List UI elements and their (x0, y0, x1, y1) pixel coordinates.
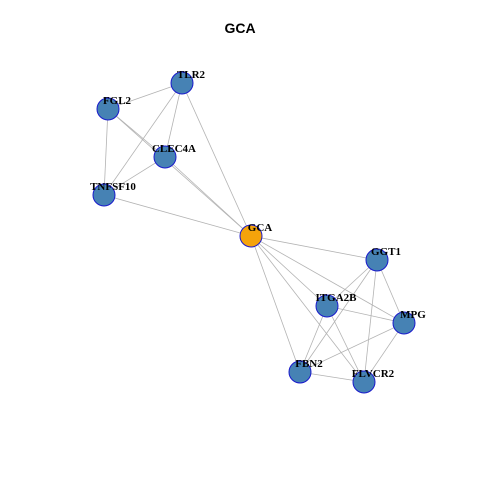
node-itga2b[interactable]: ITGA2B (315, 292, 358, 318)
node-gca[interactable]: GCA (239, 222, 273, 248)
edge-fgl2-tlr2 (107, 82, 183, 110)
edge-tnfsf10-gca (103, 194, 252, 237)
node-circle[interactable] (96, 97, 120, 121)
node-label: TNFSF10 (90, 181, 136, 193)
node-label: CLEC4A (152, 143, 196, 155)
node-circle[interactable] (352, 370, 376, 394)
node-fbn2[interactable]: FBN2 (288, 358, 323, 384)
node-circle[interactable] (392, 311, 416, 335)
edge-itga2b-fbn2 (299, 305, 328, 373)
node-tlr2[interactable]: TLR2 (170, 69, 206, 95)
edge-mpg-fbn2 (299, 322, 405, 373)
node-label: GCA (248, 222, 273, 234)
edge-fgl2-gca (107, 108, 252, 237)
node-label: TLR2 (177, 69, 206, 81)
node-label: FLVCR2 (352, 368, 395, 380)
edge-itga2b-flvcr2 (326, 305, 365, 383)
node-circle[interactable] (288, 360, 312, 384)
edge-itga2b-mpg (326, 305, 405, 324)
node-label: FBN2 (295, 358, 323, 370)
node-circle[interactable] (365, 248, 389, 272)
node-clec4a[interactable]: CLEC4A (152, 143, 196, 169)
edge-gca-itga2b (250, 235, 328, 307)
edge-clec4a-tnfsf10 (103, 156, 166, 196)
node-circle[interactable] (92, 183, 116, 207)
edge-gca-fbn2 (250, 235, 301, 373)
diagram-title: GCA (224, 20, 256, 36)
node-ggt1[interactable]: GGT1 (365, 246, 401, 272)
edge-gca-flvcr2 (250, 235, 365, 383)
node-label: FGL2 (103, 95, 132, 107)
edge-ggt1-flvcr2 (363, 259, 378, 383)
edge-ggt1-fbn2 (299, 259, 378, 373)
node-fgl2[interactable]: FGL2 (96, 95, 132, 121)
node-mpg[interactable]: MPG (392, 309, 426, 335)
node-label: ITGA2B (316, 292, 358, 304)
node-tnfsf10[interactable]: TNFSF10 (90, 181, 136, 207)
node-label: GGT1 (371, 246, 401, 258)
edge-tlr2-clec4a (164, 82, 183, 158)
node-label: MPG (400, 309, 426, 321)
edge-gca-ggt1 (250, 235, 378, 261)
node-circle[interactable] (239, 224, 263, 248)
edge-gca-mpg (250, 235, 405, 324)
edge-clec4a-gca (164, 156, 252, 237)
node-circle[interactable] (315, 294, 339, 318)
node-circle[interactable] (170, 71, 194, 95)
node-flvcr2[interactable]: FLVCR2 (352, 368, 395, 394)
edge-mpg-flvcr2 (363, 322, 405, 383)
edge-tlr2-gca (181, 82, 252, 237)
edge-tlr2-tnfsf10 (103, 82, 183, 196)
edge-fgl2-tnfsf10 (103, 108, 109, 196)
node-circle[interactable] (153, 145, 177, 169)
